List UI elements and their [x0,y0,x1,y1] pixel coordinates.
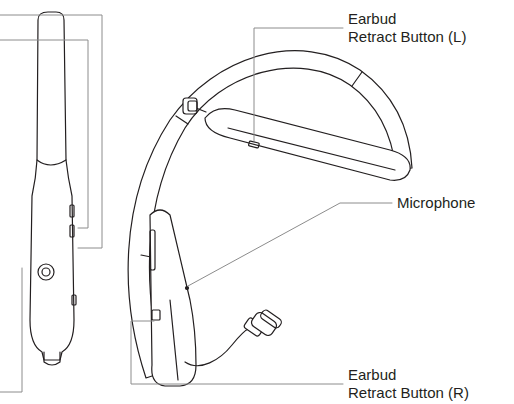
side-view [30,12,76,365]
callout-label: Microphone [397,194,475,212]
headband [128,51,412,386]
callout-label: Earbud Retract Button (R) [348,366,469,402]
callout-label: Earbud Retract Button (L) [348,10,466,46]
leader-lines [0,15,102,392]
leader-lines [131,28,392,384]
